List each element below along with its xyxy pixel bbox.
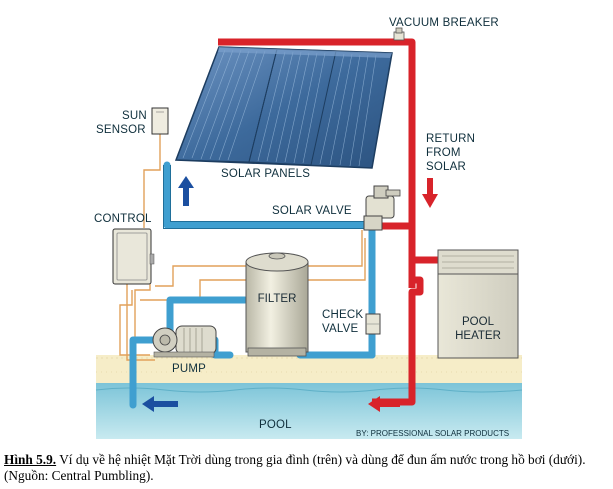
- pool-heater: [437, 249, 519, 359]
- label-pool-heater-line2: HEATER: [455, 330, 501, 342]
- pump: [152, 325, 217, 358]
- control-box: [112, 228, 155, 285]
- cold-pipe-outline: [163, 165, 368, 229]
- pool-water: [95, 383, 523, 439]
- label-control: CONTROL: [94, 213, 152, 225]
- cold-pipes: [129, 161, 376, 409]
- vacuum-breaker: [393, 27, 405, 41]
- label-pump: PUMP: [172, 363, 206, 375]
- up-arrow-icon: [178, 176, 194, 206]
- label-pool-heater-line1: POOL: [462, 316, 495, 328]
- solar-panels: [174, 46, 393, 169]
- left-arrow-icon: [142, 396, 178, 412]
- left-arrow-icon-hot: [368, 396, 400, 412]
- label-sun-sensor-line2: SENSOR: [96, 124, 146, 136]
- filter-tank: [245, 252, 309, 357]
- figure-caption: Hình 5.9. Ví dụ về hệ nhiệt Mặt Trời dùn…: [4, 452, 612, 484]
- label-credit: BY: PROFESSIONAL SOLAR PRODUCTS: [356, 429, 509, 438]
- label-check-valve-line2: VALVE: [322, 323, 358, 335]
- caption-text: Ví dụ về hệ nhiệt Mặt Trời dùng trong gi…: [4, 452, 586, 483]
- label-check-valve-line1: CHECK: [322, 309, 363, 321]
- label-return-line2: FROM: [426, 147, 461, 159]
- label-sun-sensor-line1: SUN: [122, 110, 147, 122]
- label-return-line3: SOLAR: [426, 161, 466, 173]
- label-pool: POOL: [259, 419, 292, 431]
- label-solar-valve: SOLAR VALVE: [272, 205, 352, 217]
- label-filter: FILTER: [258, 293, 297, 305]
- figure-label: Hình 5.9.: [4, 452, 57, 467]
- hot-pipes: [218, 38, 440, 406]
- solar-valve: [363, 185, 401, 231]
- ground: [96, 355, 522, 383]
- down-arrow-icon: [422, 178, 438, 208]
- label-return-line1: RETURN: [426, 133, 475, 145]
- label-solar-panels: SOLAR PANELS: [221, 168, 310, 180]
- label-vacuum-breaker: VACUUM BREAKER: [389, 17, 499, 29]
- check-valve: [365, 313, 381, 335]
- sun-sensor: [151, 107, 169, 135]
